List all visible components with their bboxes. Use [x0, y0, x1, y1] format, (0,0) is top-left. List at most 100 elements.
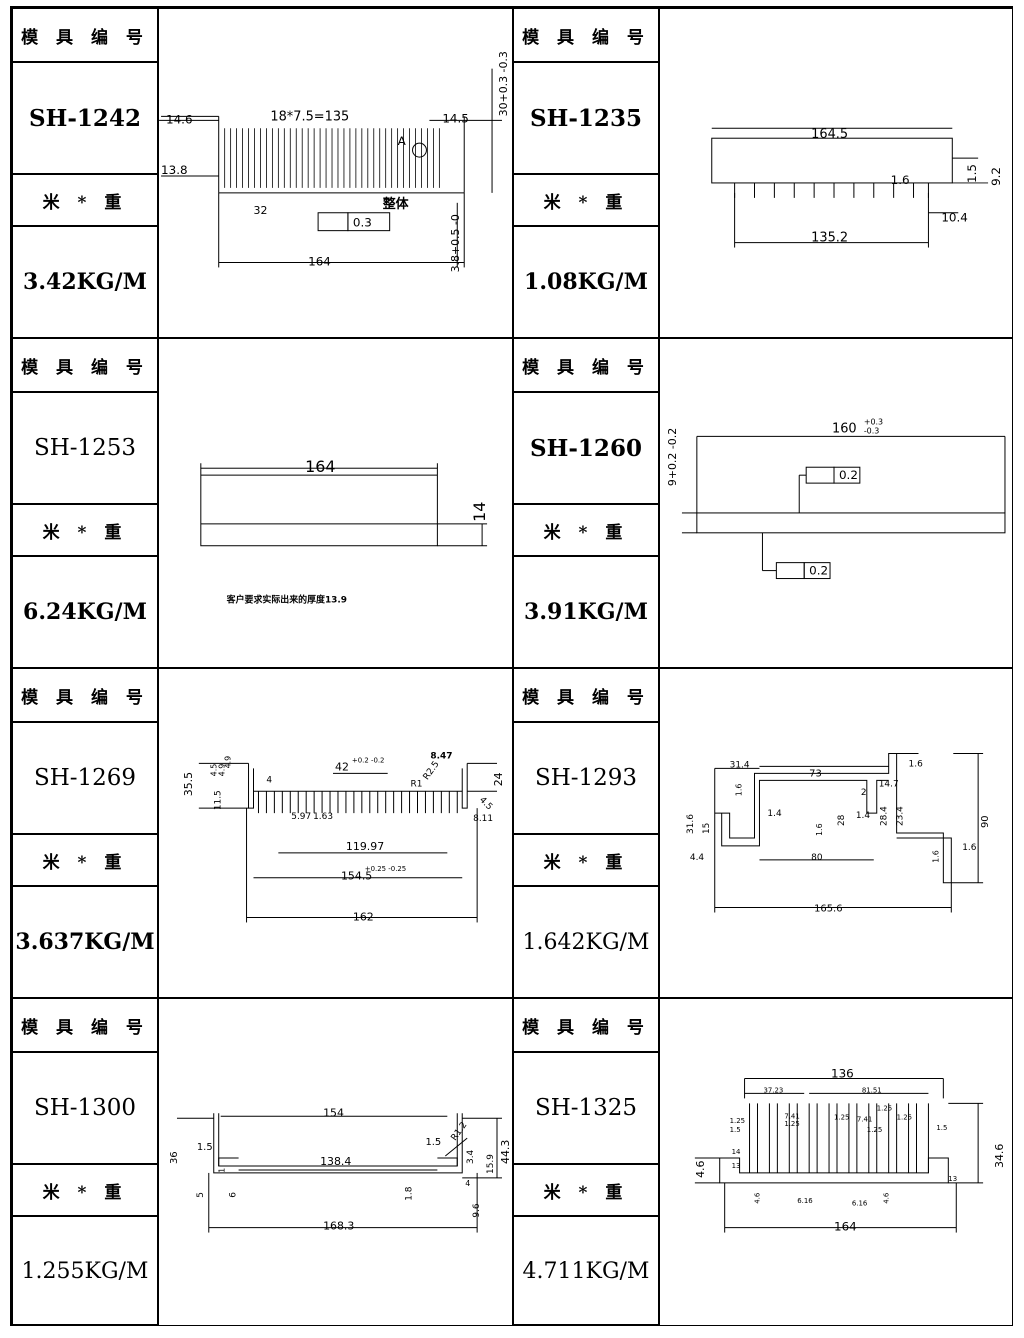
profile-drawing-sh-1325: 136 37.23 81.51 1.25 1.5 7.41 1.25 1.25 … [659, 998, 1013, 1326]
weight-value: 1.642KG/M [513, 886, 659, 998]
dim-h3: 4.9 [218, 764, 227, 777]
dim-k: 1.25 [897, 1113, 912, 1121]
dim-d: 14.7 [879, 779, 899, 789]
mold-number-value: SH-1253 [12, 392, 158, 504]
dim-flatness-1: 0.2 [839, 468, 858, 482]
weight-value: 3.42KG/M [12, 226, 158, 338]
dim-detail: A [398, 134, 407, 148]
dim-fin: 1.6 [891, 173, 910, 187]
dim-t: 4.6 [883, 1193, 891, 1204]
weight-header: 米 * 重 [12, 504, 158, 556]
dim-width: 164 [834, 1220, 857, 1234]
dim-e: 2 [861, 788, 867, 798]
dim-i: 1.25 [877, 1104, 892, 1112]
profile-drawing: 154 36 1.5 138.4 1.5 R1.2 44.3 3.4 15.9 … [169, 1106, 512, 1233]
dim-x2: 4 [465, 1179, 470, 1188]
profile-drawing-sh-1235: 164.5 1.6 1.5 9.2 10.4 135.2 [659, 8, 1013, 338]
dim-edge: 8.47 [430, 751, 452, 761]
dim-i: 31.6 [686, 814, 696, 834]
dim-base: 1.5 [965, 164, 979, 183]
dim-s1: 3.4 [466, 1149, 476, 1164]
mold-number-value: SH-1242 [12, 62, 158, 174]
mold-number-value: SH-1300 [12, 1052, 158, 1164]
weight-header: 米 * 重 [12, 174, 158, 226]
weight-value: 6.24KG/M [12, 556, 158, 668]
dim-h4: 4.9 [224, 756, 233, 769]
dim-top: 136 [831, 1067, 854, 1081]
dim-j: 1.25 [867, 1126, 882, 1134]
customer-note: 客户要求实际出来的厚度13.9 [226, 593, 347, 605]
dim-m: 14 [732, 1148, 741, 1156]
weight-header: 米 * 重 [513, 174, 659, 226]
dim-inner: 138.4 [320, 1155, 351, 1168]
dim-p: 4.4 [690, 853, 705, 863]
profile-drawing-sh-1242: 14.6 18*7.5=135 14.5 30+0.3 -0.3 13.8 32… [158, 8, 513, 338]
dim-fin-root: 13.8 [161, 163, 188, 177]
dim-q: 4.6 [753, 1193, 761, 1204]
dim-r2: R2.5 [422, 760, 442, 782]
heatsink-drawing: 164.5 1.6 1.5 9.2 10.4 135.2 [711, 127, 1003, 248]
dim-foot: 11.5 [214, 790, 224, 810]
mold-number-value: SH-1293 [513, 722, 659, 834]
dim-pitch: 18*7.5=135 [270, 109, 349, 124]
mold-number-value: SH-1235 [513, 62, 659, 174]
mold-number-header: 模 具 编 号 [513, 338, 659, 392]
weight-header: 米 * 重 [513, 504, 659, 556]
dim-k: 28 [837, 814, 847, 826]
dim-width: 168.3 [323, 1220, 354, 1233]
dim-l: 28.4 [880, 806, 890, 826]
dim-v3: 1.8 [405, 1186, 415, 1201]
profile-drawing-sh-1293: 31.4 73 1.6 14.7 2 1.6 1.4 1.4 31.6 15 2… [659, 668, 1013, 998]
dim-edge2: 8.11 [473, 814, 493, 824]
dim-span-tol: +0.2 -0.2 [352, 756, 385, 764]
weight-value: 1.255KG/M [12, 1216, 158, 1326]
dim-o: 4.6 [694, 1160, 707, 1177]
catalog-sheet: 模 具 编 号 SH-1242 米 * 重 3.42KG/M 14.6 18*7 [10, 6, 1013, 1326]
dim-s1: 5.97 [291, 812, 311, 822]
dim-n: 13 [732, 1162, 741, 1170]
dim-c: 1.6 [909, 759, 924, 769]
dim-mid-tol: +0.25 -0.25 [365, 865, 406, 873]
dim-d: 1.5 [730, 1126, 741, 1134]
heatsink-drawing: 14.6 18*7.5=135 14.5 30+0.3 -0.3 13.8 32… [159, 51, 510, 272]
mold-number-header: 模 具 编 号 [12, 8, 158, 62]
dim-e: 7.41 [784, 1112, 799, 1120]
dim-v2: 6 [229, 1192, 239, 1198]
dim-r: R1.2 [450, 1120, 470, 1142]
dim-s: 6.16 [852, 1200, 867, 1208]
dim-s2: 15.9 [486, 1154, 496, 1174]
mold-number-header: 模 具 编 号 [513, 8, 659, 62]
dim-l: 1.5 [936, 1124, 947, 1132]
weight-value: 4.711KG/M [513, 1216, 659, 1326]
dim-span: 42 [335, 760, 349, 773]
dim-g: 1.25 [834, 1113, 849, 1121]
mold-number-value: SH-1269 [12, 722, 158, 834]
profile-drawing: 31.4 73 1.6 14.7 2 1.6 1.4 1.4 31.6 15 2… [686, 752, 991, 915]
dim-height: 9.2 [989, 167, 1003, 186]
mold-number-header: 模 具 编 号 [513, 668, 659, 722]
heatsink-drawing: 35.5 4.5 4.9 4.9 11.5 4 42 +0.2 -0.2 8.4… [182, 751, 505, 923]
weight-header: 米 * 重 [12, 834, 158, 886]
weight-value: 3.91KG/M [513, 556, 659, 668]
dim-r: 6.16 [797, 1197, 812, 1205]
dim-s2: 1.63 [313, 812, 333, 822]
dim-p: 34.6 [993, 1144, 1006, 1168]
dim-x1: 1 [218, 1168, 227, 1173]
plate-drawing: 164 14 客户要求实际出来的厚度13.9 [200, 457, 489, 605]
dim-offset: 10.4 [941, 211, 968, 225]
dim-r: 1.6 [931, 850, 940, 863]
dim-width: 160 [832, 421, 857, 436]
dim-t1: 1.5 [197, 1142, 213, 1153]
dim-h: 7.41 [857, 1115, 872, 1123]
dim-angle: 4.5 [477, 795, 494, 812]
profile-drawing-sh-1260: 160 +0.3 -0.3 9+0.2 -0.2 0.2 0.2 [659, 338, 1013, 668]
weight-header: 米 * 重 [12, 1164, 158, 1216]
dim-width: 165.6 [814, 904, 842, 915]
dim-mid: 154.5 [341, 870, 372, 883]
dim-width-tol-plus: +0.3 [864, 417, 883, 426]
dim-r1: R1 [411, 779, 423, 789]
dim-a: 31.4 [730, 760, 750, 770]
dim-t2: 1.5 [425, 1137, 441, 1148]
dim-width: 162 [353, 910, 374, 923]
dim-wall: 4 [266, 775, 272, 785]
